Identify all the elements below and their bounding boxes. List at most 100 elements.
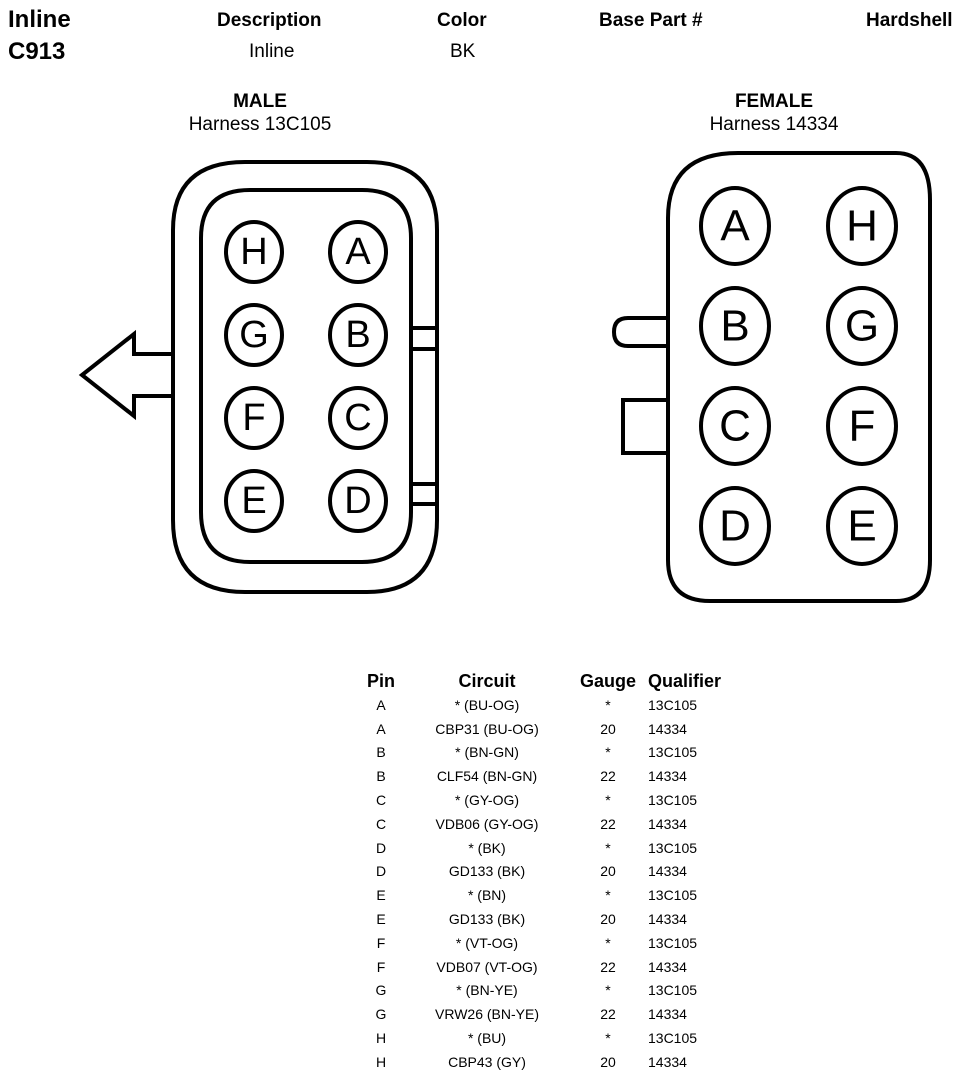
male-pin-label: C <box>344 397 371 439</box>
gauge-cell: 20 <box>600 1053 616 1070</box>
qualifier-cell: 13C105 <box>648 839 698 856</box>
female-pin-e: E <box>826 486 898 566</box>
pin-column-header: Pin <box>366 670 395 691</box>
qualifier-cell: 14334 <box>648 863 687 880</box>
gauge-cell: * <box>605 839 611 856</box>
female-pin-circle <box>699 286 771 366</box>
circuit-cell: CBP31 (BU-OG) <box>435 720 539 737</box>
female-housing <box>666 151 932 603</box>
gauge-cell: * <box>605 982 611 999</box>
gauge-cell: * <box>605 744 611 761</box>
pin-table-header: Pin Circuit Gauge Qualifier <box>356 669 748 693</box>
circuit-cell: CBP43 (GY) <box>448 1053 526 1070</box>
qualifier-cell: 14334 <box>648 815 687 832</box>
female-pin-group: A BCD HGF E <box>699 186 898 566</box>
base-part-label: Base Part # <box>599 10 703 31</box>
male-outer-housing <box>171 160 439 594</box>
male-pin-label: H <box>240 231 267 273</box>
qualifier-column-header: Qualifier <box>648 670 722 691</box>
qualifier-cell: 13C105 <box>648 1030 698 1047</box>
circuit-cell: * (BK) <box>468 839 506 856</box>
male-pin-g: G <box>224 303 284 367</box>
circuit-cell: * (BN) <box>467 887 507 904</box>
circuit-cell: * (BU) <box>467 1030 507 1047</box>
female-pin-circle <box>699 186 771 266</box>
male-pin-c: C <box>328 386 388 450</box>
male-pin-label: B <box>345 314 370 356</box>
female-latch-upper <box>611 316 668 348</box>
table-row: G* (BN-YE)*13C105 <box>356 979 748 1003</box>
pin-cell: D <box>375 863 387 880</box>
male-pin-label: A <box>345 231 371 273</box>
male-pin-label: D <box>344 480 371 522</box>
male-pin-circle <box>328 469 388 533</box>
male-pin-a: A <box>328 220 388 284</box>
gauge-cell: 20 <box>600 863 616 880</box>
female-pin-circle <box>826 486 898 566</box>
gauge-cell: 22 <box>600 815 616 832</box>
female-pin-a: A <box>699 186 771 266</box>
circuit-cell: CLF54 (BN-GN) <box>436 768 538 785</box>
female-pin-f: F <box>826 386 898 466</box>
circuit-cell: * (GY-OG) <box>454 792 520 809</box>
description-value: Inline <box>249 41 295 62</box>
male-harness: Harness 13C105 <box>188 114 332 135</box>
female-pin-b: B <box>699 286 771 366</box>
table-row: A* (BU-OG)*13C105 <box>356 693 748 717</box>
male-pin-circle <box>224 303 284 367</box>
table-row: H* (BU)*13C105 <box>356 1026 748 1050</box>
pin-cell: C <box>375 815 387 832</box>
qualifier-cell: 14334 <box>648 958 687 975</box>
circuit-cell: GD133 (BK) <box>448 911 526 928</box>
gauge-cell: * <box>605 792 611 809</box>
female-harness: Harness 14334 <box>709 114 839 135</box>
pin-cell: G <box>375 1006 387 1023</box>
gauge-cell: 22 <box>600 958 616 975</box>
female-pin-label: F <box>849 402 876 451</box>
qualifier-cell: 13C105 <box>648 744 698 761</box>
pin-cell: E <box>376 887 386 904</box>
circuit-cell: VDB06 (GY-OG) <box>435 815 539 832</box>
gauge-cell: * <box>605 1030 611 1047</box>
male-inner-housing <box>199 188 413 564</box>
male-pin-circle <box>328 386 388 450</box>
qualifier-cell: 13C105 <box>648 982 698 999</box>
qualifier-cell: 14334 <box>648 911 687 928</box>
female-pin-h: H <box>826 186 898 266</box>
female-title: FEMALE <box>734 91 814 112</box>
female-pin-label: B <box>720 302 749 351</box>
male-pin-label: F <box>242 397 265 439</box>
female-title-block: FEMALE Harness 14334 <box>624 90 924 136</box>
female-pin-g: G <box>826 286 898 366</box>
male-pin-f: F <box>224 386 284 450</box>
female-pin-d: D <box>699 486 771 566</box>
qualifier-cell: 13C105 <box>648 792 698 809</box>
table-row: C VDB06 (GY-OG) 22 14334 <box>356 812 748 836</box>
male-pin-e: E <box>224 469 284 533</box>
male-pin-circle <box>224 220 284 284</box>
male-pin-b: B <box>328 303 388 367</box>
female-pin-label: E <box>847 502 876 551</box>
female-pin-label: D <box>719 502 751 551</box>
male-pin-circle <box>224 469 284 533</box>
gauge-column-header: Gauge <box>579 670 636 691</box>
hardshell-label: Hardshell <box>866 10 953 31</box>
female-pin-c: C <box>699 386 771 466</box>
table-row: C* (GY-OG)*13C105 <box>356 788 748 812</box>
connector-id: C913 <box>8 38 66 65</box>
female-pin-label: A <box>720 202 750 251</box>
mating-arrow <box>78 329 173 421</box>
circuit-cell: GD133 (BK) <box>448 863 526 880</box>
gauge-cell: 22 <box>600 1006 616 1023</box>
pin-cell: D <box>375 839 387 856</box>
description-label: Description <box>217 10 322 31</box>
male-pin-circle <box>328 220 388 284</box>
female-pin-circle <box>699 386 771 466</box>
